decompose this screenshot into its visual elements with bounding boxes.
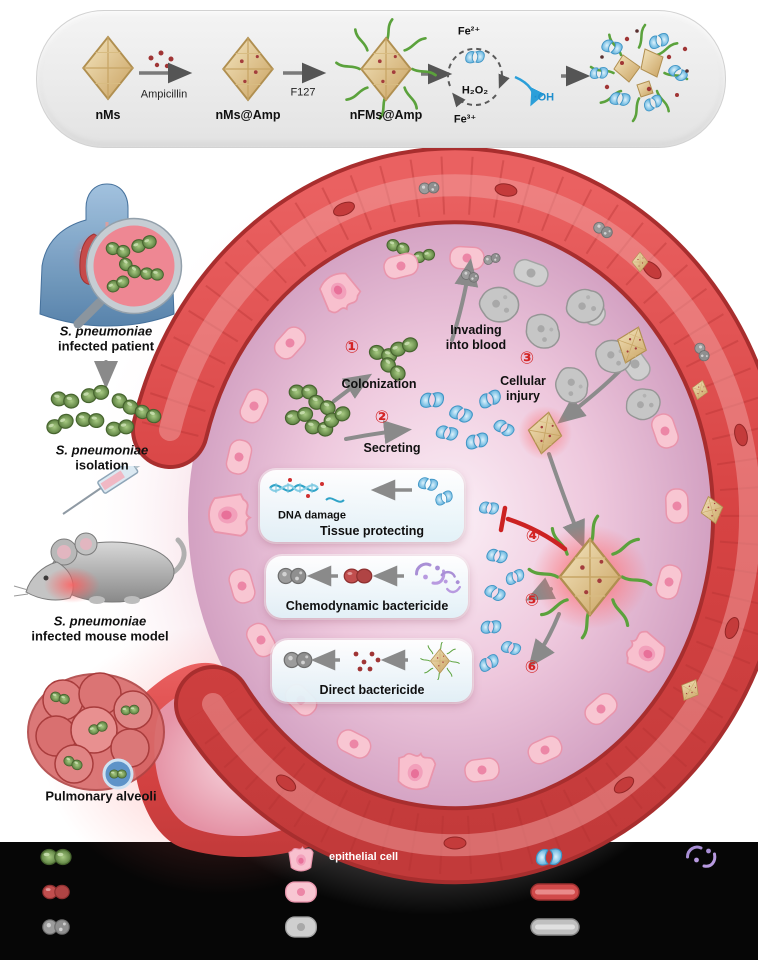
purple-lysed-bacteria-icon [686,845,717,868]
legend-item [280,878,329,906]
legend-item: epithelial cell [280,842,398,872]
legend-item [280,913,329,941]
red-blood-cells [275,183,748,850]
direct-bactericide-label: Direct bactericide [319,682,425,697]
direct-bactericide-box: Direct bactericide [272,640,472,702]
tissue-protecting-label: Tissue protecting [320,523,424,538]
legend-item [35,843,84,871]
degraded-particle-cluster [589,25,690,121]
nms-label: nMs [95,107,121,122]
isolation-label-species: S. pneumoniae [55,442,149,458]
fe3-label: Fe³⁺ [453,113,477,126]
cellular-injury-label-line2: injury [505,388,541,403]
bacterium-in-cycle-icon [465,50,485,64]
direct-bactericide-art [283,642,472,680]
epithelial-cup-cell-icon [288,846,314,872]
red-vessel-segment-icon [530,883,580,901]
green-s-pneumoniae-icon [40,848,72,866]
blood-vessel-ring [131,146,758,885]
nms-amp-octahedron-icon [223,38,273,100]
colonization-label: Colonization [341,376,417,391]
synthesis-panel: nMs Ampicillin nMs@Amp F127 nFMs@Amp Fe²… [36,10,726,148]
oh-arrow [514,75,545,107]
infection-glow [44,567,100,603]
invading-label-line2: into blood [445,337,507,352]
isolation-label: isolation [75,457,129,473]
step6-number: ⑥ [524,657,540,677]
damaged-gray-cell-icon [285,916,317,938]
damaged-vessel-segment-icon [530,918,580,936]
legend: epithelial cell [0,842,758,960]
step4-number: ④ [525,526,541,546]
tissue-protecting-box: DNA damage Tissue protecting [260,470,464,542]
patient-label-species: S. pneumoniae [59,323,153,339]
patient-label: infected patient [57,338,155,354]
h2o2-label: H₂O₂ [461,84,489,97]
ampicillin-dots [148,50,174,69]
chemodynamic-box: Chemodynamic bactericide [266,556,468,618]
mouse-label: infected mouse model [31,628,169,644]
syringe-illustration [62,466,148,515]
isolated-bacteria-illustration [44,384,164,438]
step5-number: ⑤ [524,590,540,610]
nfms-amp-label: nFMs@Amp [349,107,423,122]
legend-item [528,880,589,904]
patient-illustration [39,183,183,328]
secreting-label: Secreting [363,440,421,455]
magnifier [73,217,183,328]
synthesis-art [82,11,690,147]
step2-number: ② [374,407,390,427]
nanoparticles [518,322,726,705]
invading-label-line1: Invading [450,322,502,337]
nms-amp-label: nMs@Amp [215,107,281,122]
step1-number: ① [344,337,360,357]
legend-item [528,915,589,939]
f127-label: F127 [290,86,316,99]
fe2-label: Fe²⁺ [457,25,481,38]
pink-epithelial-cell-icon [285,881,317,903]
hydroxyl-label: ·OH [533,91,555,104]
legend-label: epithelial cell [329,851,399,863]
secreting-arrow [344,420,412,445]
red-bacteria-icon [42,884,70,900]
blue-toxin-bacteria-icon [535,848,563,866]
dna-damage-art [269,475,455,507]
inhibition-symbol [498,505,568,552]
alveoli-illustration [27,672,165,791]
legend-item [35,878,84,906]
fenton-cycle [447,47,510,108]
mouse-illustration [13,532,187,604]
legend-item [680,843,729,871]
ampicillin-label: Ampicillin [140,88,188,101]
step3-number: ③ [519,348,535,368]
nfms-amp-octahedron-icon [336,19,435,118]
legend-item [35,913,84,941]
chemodynamic-label: Chemodynamic bactericide [285,598,449,613]
dead-gray-bacteria-icon [42,919,70,935]
chemodynamic-art [277,562,465,596]
dna-damage-label: DNA damage [277,509,347,522]
legend-item [528,843,577,871]
nms-octahedron-icon [82,36,134,100]
alveoli-label: Pulmonary alveoli [45,788,157,804]
cellular-injury-label-line1: Cellular [500,373,546,388]
colonization-arrow [332,373,373,403]
mouse-label-species: S. pneumoniae [53,613,147,629]
epithelial-cup-cell-icon [207,493,251,537]
